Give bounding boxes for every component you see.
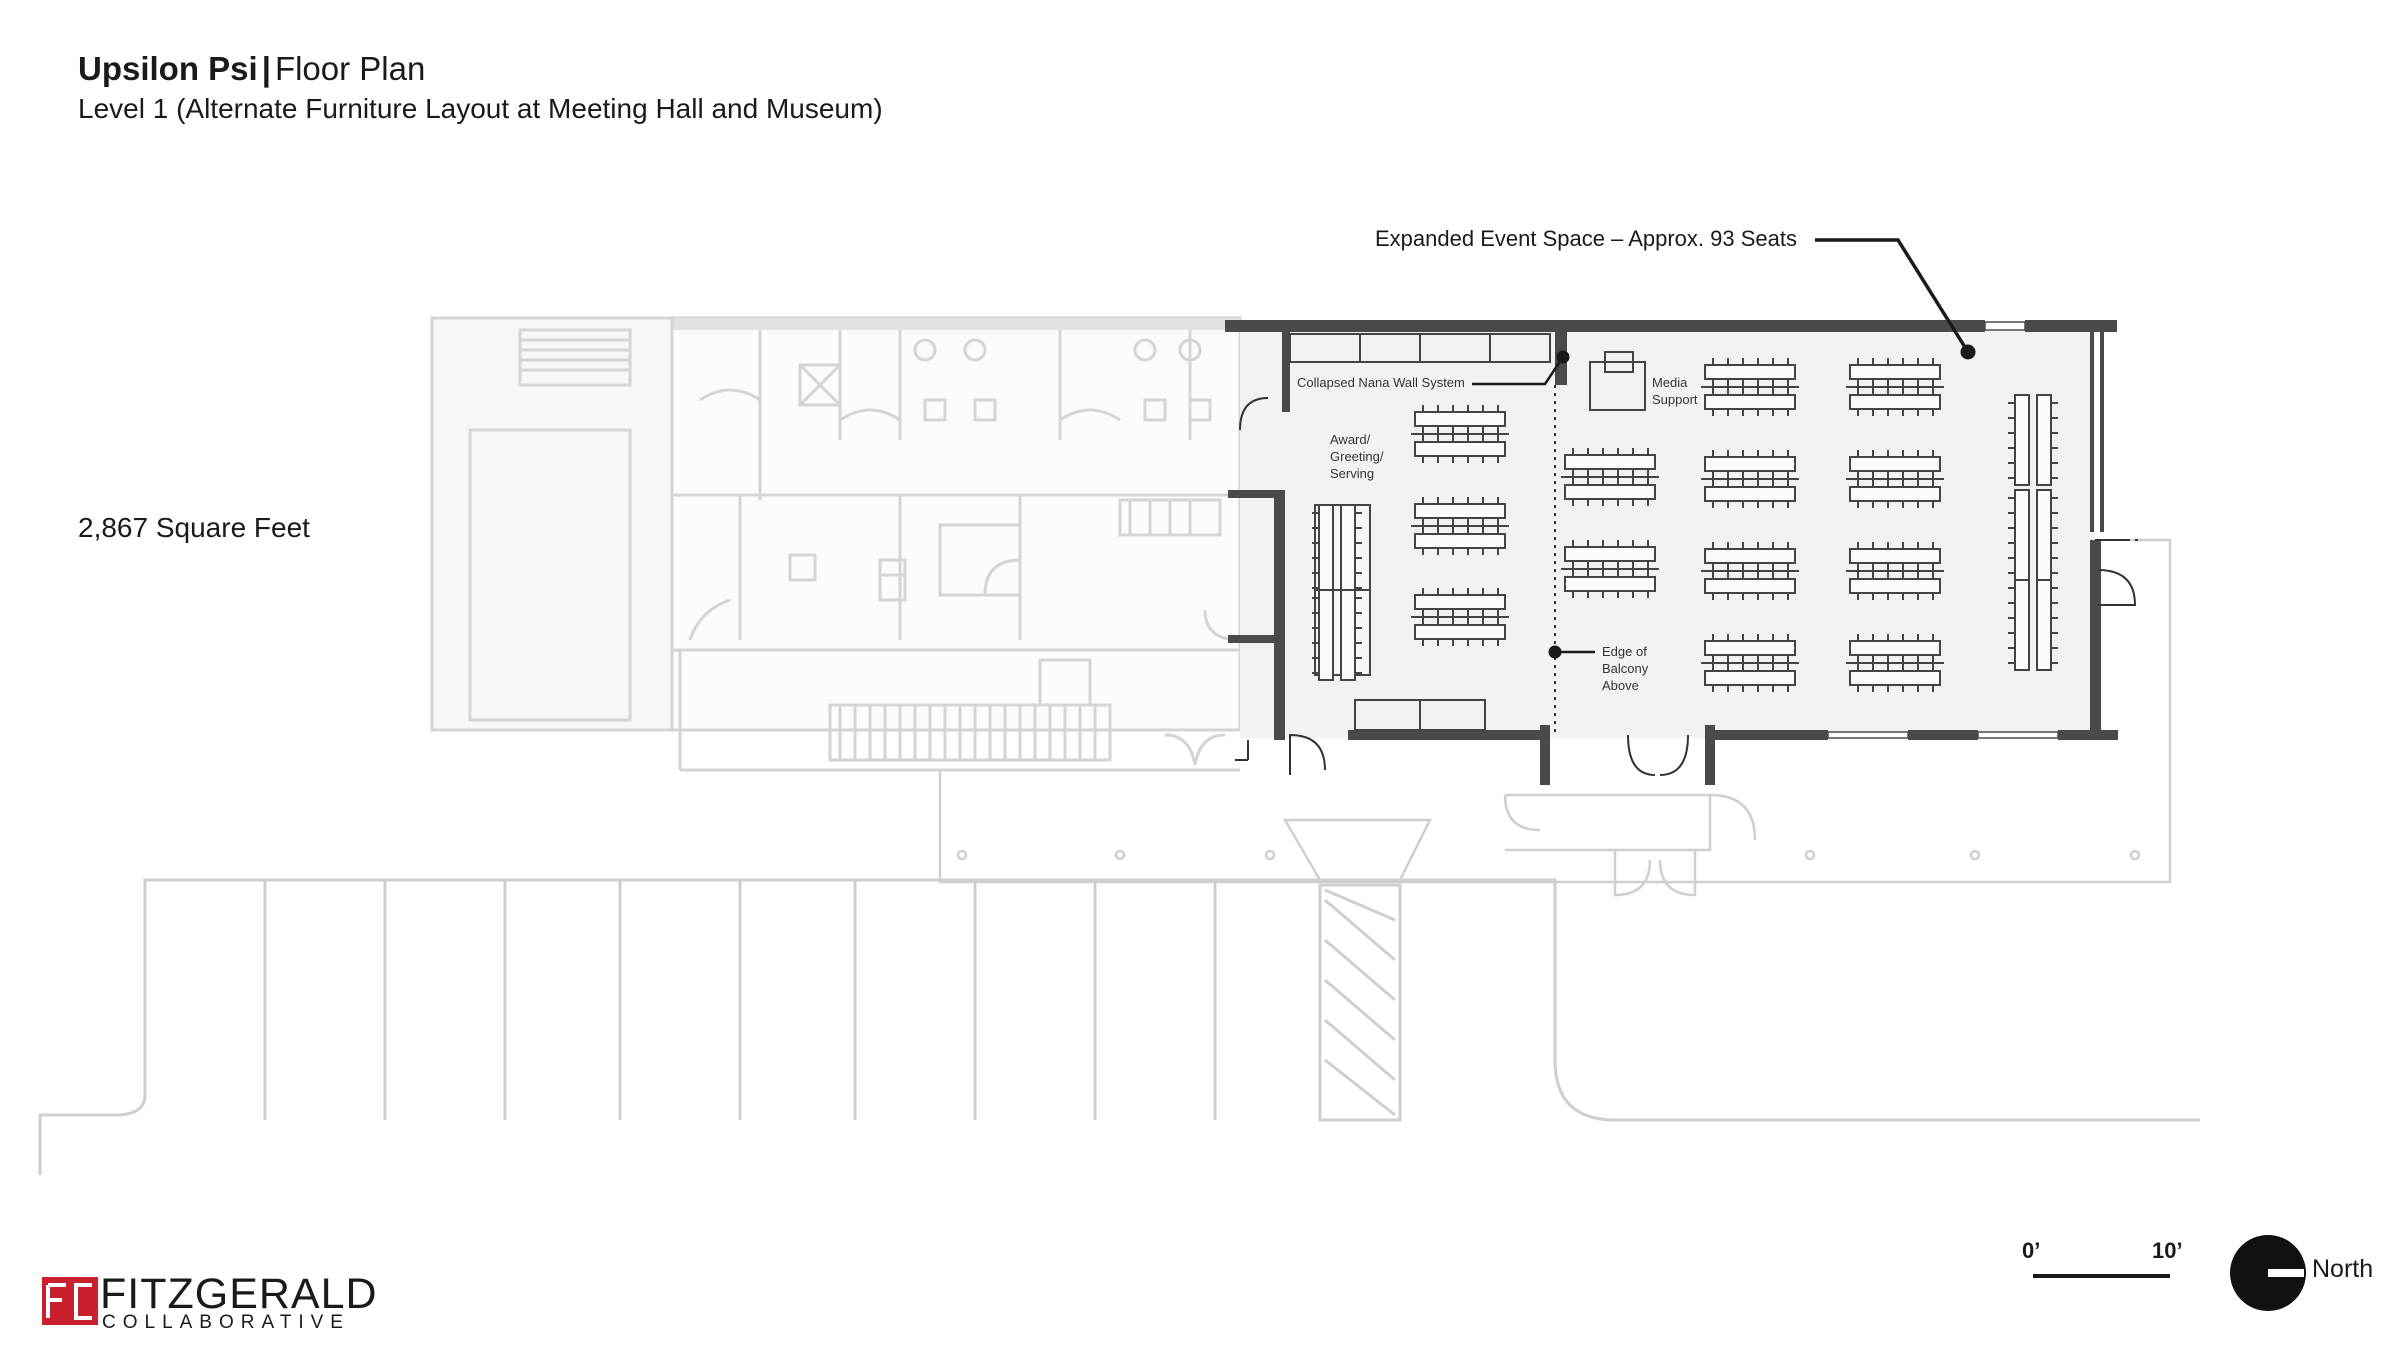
table-group — [1561, 448, 1659, 506]
table-group — [1312, 589, 1362, 681]
table-group — [2008, 489, 2058, 581]
area-label: 2,867 Square Feet — [78, 512, 310, 543]
table-group — [1411, 497, 1509, 555]
page-title: Upsilon Psi|Floor Plan — [78, 50, 426, 87]
table-group — [1701, 634, 1799, 692]
table-group — [1846, 542, 1944, 600]
logo-mark-icon — [42, 1277, 98, 1325]
meeting-hall — [1225, 320, 2118, 785]
event-space-callout: Expanded Event Space – Approx. 93 Seats — [1375, 226, 1797, 251]
scale-start-label: 0’ — [2022, 1238, 2041, 1263]
page-subtitle: Level 1 (Alternate Furniture Layout at M… — [78, 93, 883, 124]
table-group — [1846, 634, 1944, 692]
table-group — [1846, 450, 1944, 508]
north-icon — [2230, 1235, 2306, 1311]
parking-lot — [38, 878, 2200, 1175]
table-groups — [1312, 358, 2058, 692]
nana-wall-label: Collapsed Nana Wall System — [1297, 375, 1465, 390]
north-label: North — [2312, 1255, 2374, 1283]
north-built-ins — [1289, 333, 1646, 731]
table-group — [1561, 540, 1659, 598]
table-group — [1411, 588, 1509, 646]
table-group — [1411, 405, 1509, 463]
table-group — [2008, 394, 2058, 486]
table-group — [1701, 450, 1799, 508]
callout-leaders — [1472, 238, 1976, 659]
logo-name: FITZGERALD — [100, 1270, 378, 1318]
table-group — [1701, 542, 1799, 600]
award-label: Award/Greeting/Serving — [1330, 432, 1384, 481]
table-group — [1701, 358, 1799, 416]
patio — [938, 538, 2172, 897]
scale-end-label: 10’ — [2152, 1238, 2183, 1263]
faded-west-block — [430, 316, 674, 732]
logo-sub: COLLABORATIVE — [102, 1312, 350, 1333]
table-group — [2008, 579, 2058, 671]
table-group — [1846, 358, 1944, 416]
table-group — [1312, 504, 1362, 596]
